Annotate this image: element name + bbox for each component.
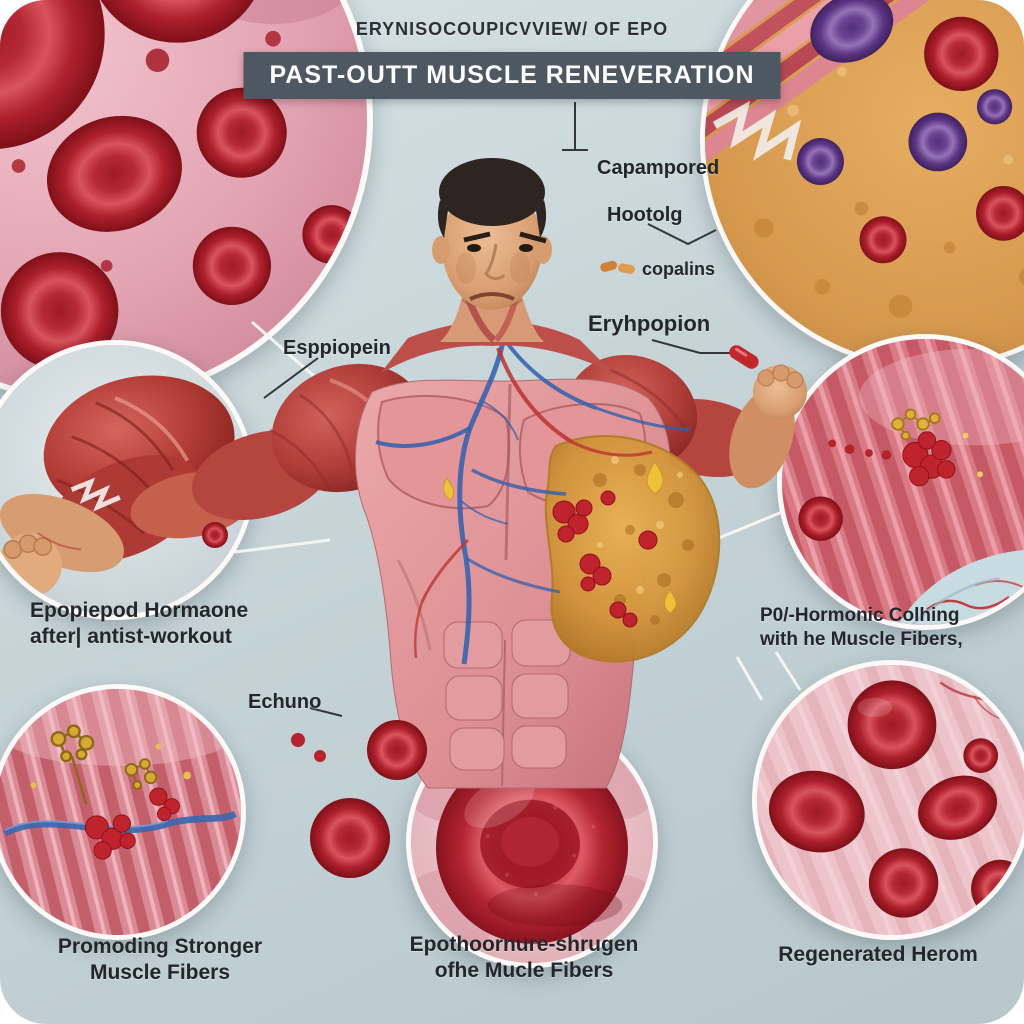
inset-epo-muscle-fiber-icon <box>777 334 1024 630</box>
tendon-fibers <box>712 100 802 161</box>
callout-esppiopein: Esppiopein <box>283 337 391 359</box>
red-cluster-b <box>149 787 180 822</box>
callout-hootolg: Hootolg <box>607 204 683 226</box>
caption-promoting-line2: Muscle Fibers <box>89 961 231 985</box>
red-cells <box>859 0 1024 264</box>
callout-capampored: Capampored <box>597 157 720 179</box>
caption-regenerated: Regenerated Herom <box>778 943 978 966</box>
orange-capsules-icon <box>600 260 635 274</box>
inset-epo-molecules-icon <box>0 684 246 940</box>
callout-copalins: copalins <box>642 259 716 279</box>
inset-red-cell-closeup-icon <box>406 716 658 968</box>
epo-molecules-illustration <box>0 689 241 935</box>
gold-molecule-b <box>124 758 158 790</box>
callout-po-line1: P0/-Hormonic Colhing <box>760 605 960 626</box>
caption-promoting-line1: Promoding Stronger <box>57 935 263 958</box>
organ-red-clusters <box>552 490 658 628</box>
red-blood-cell <box>798 496 843 541</box>
caption-promoting-stronger: Promoding Stronger Muscle Fibers <box>34 934 286 987</box>
figure-organ-region <box>544 435 721 663</box>
callout-eryhpopion: Eryhpopion <box>588 311 711 336</box>
callout-epopiepod-line1: Epopiepod Hormaone <box>30 599 249 622</box>
eyebrow-title: Erynisocoupicvview/ of EPO <box>355 19 669 39</box>
gold-molecule-a <box>50 724 95 805</box>
rbc-group <box>0 0 362 370</box>
figure-neck <box>380 292 612 374</box>
callout-po-line2: with he Muscle Fibers, <box>760 628 963 650</box>
callout-epopiepod-line2: after| antist-workout <box>30 625 232 649</box>
regenerated-rbc-group <box>768 680 1024 918</box>
epo-muscle-fiber-illustration <box>782 339 1024 625</box>
wrist-tendons <box>70 477 121 512</box>
epo-red-cluster <box>902 431 956 487</box>
callout-echuno: Echuno <box>248 691 322 713</box>
red-cluster-a <box>84 814 136 860</box>
blood-vessel <box>3 810 237 837</box>
hair <box>439 158 545 226</box>
inset-regenerated-cells-icon <box>752 660 1024 940</box>
caption-epoth-line1: Epothoornure-shrugen <box>409 933 639 956</box>
banner-title: Past-Outt Muscle Reneveration <box>243 52 781 99</box>
gold-molecule <box>891 408 941 441</box>
callout-epopiepod-hormone: Epopiepod Hormaone after| antist-workout <box>30 598 248 651</box>
caption-epoth-line2: ofhe Mucle Fibers <box>434 959 614 983</box>
red-blood-cells-illustration <box>0 0 367 397</box>
inset-flexed-arm-icon <box>0 340 255 620</box>
red-capsule-icon <box>729 345 759 369</box>
figure-veins <box>375 331 691 665</box>
regenerated-cells-illustration <box>757 665 1024 935</box>
flexed-arm-illustration <box>0 345 250 615</box>
connector-lines <box>234 320 802 723</box>
figure-head <box>432 158 552 310</box>
callout-po-hormonic: P0/-Hormonic Colhing with he Muscle Fibe… <box>760 604 963 652</box>
caption-epothoornure: Epothoornure-shrugen ofhe Mucle Fibers <box>388 932 660 985</box>
purple-cells <box>796 0 1013 185</box>
red-cell-closeup-illustration <box>411 721 653 963</box>
figure-right-arm <box>566 354 807 489</box>
